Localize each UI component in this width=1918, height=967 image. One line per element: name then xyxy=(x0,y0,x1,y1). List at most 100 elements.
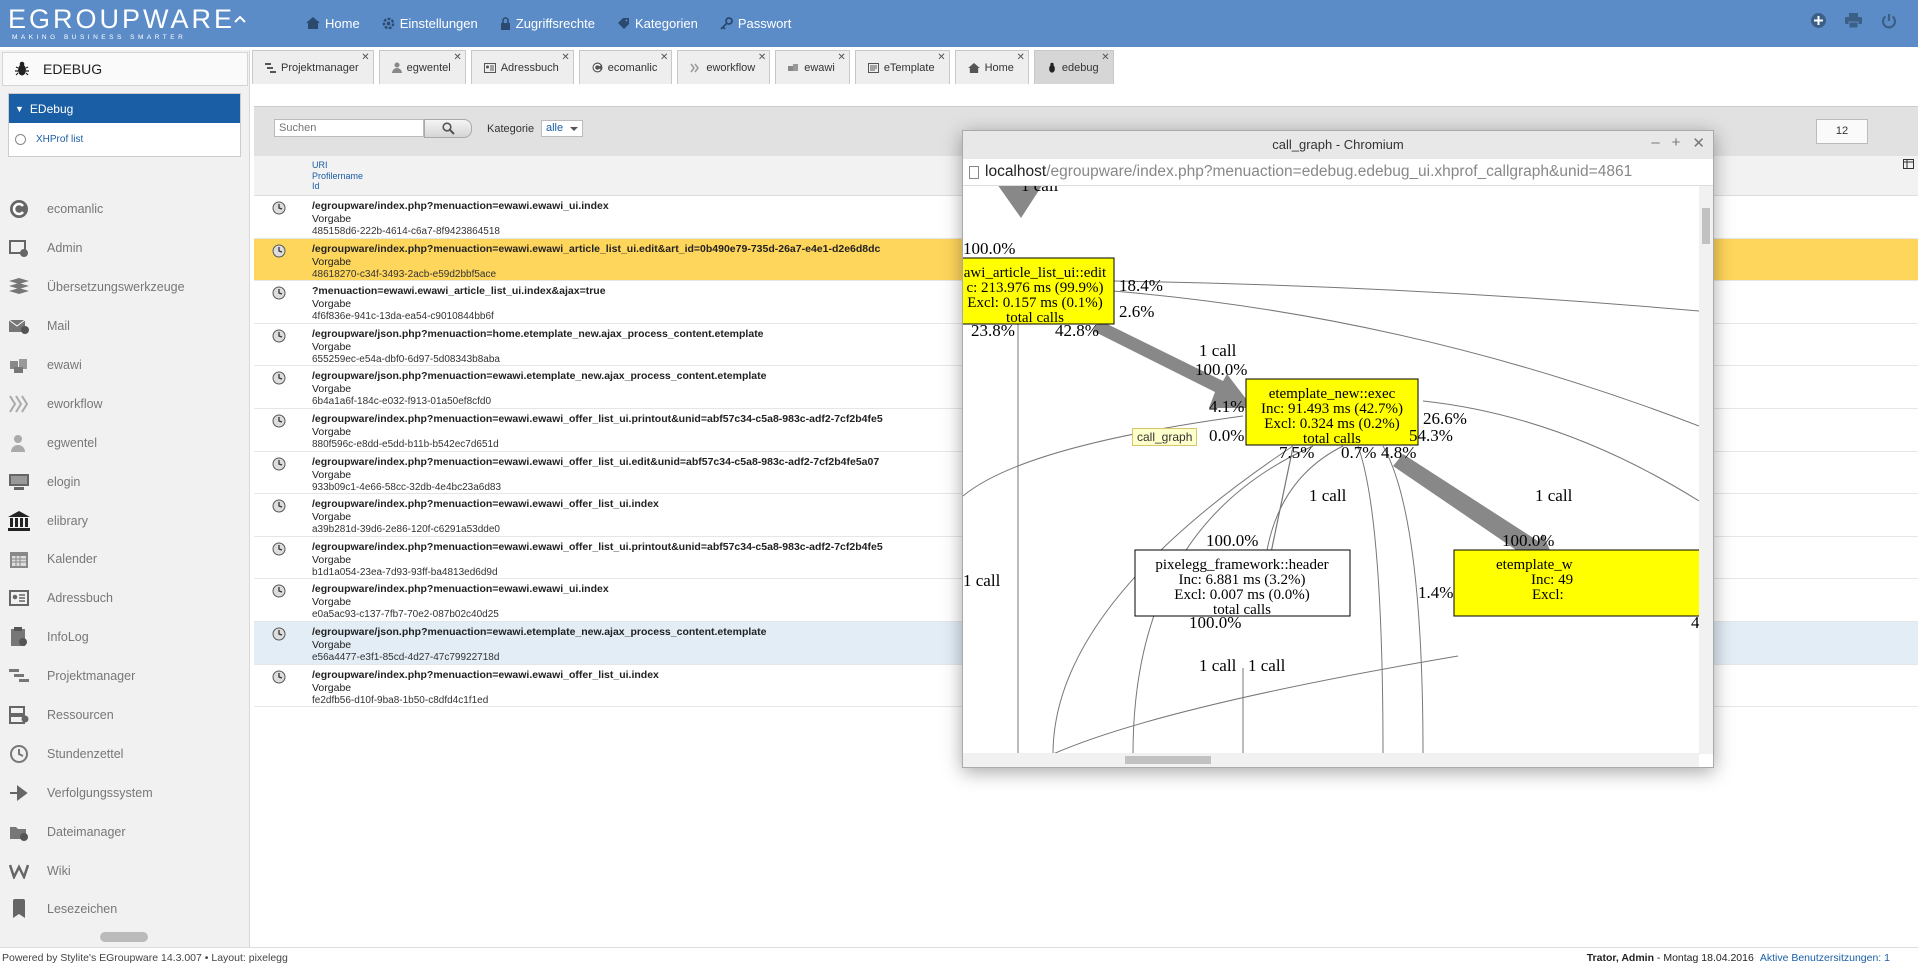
edge-label: 1 call xyxy=(1309,486,1347,505)
scroll-thumb[interactable] xyxy=(1702,208,1710,244)
close-icon[interactable]: ✕ xyxy=(937,52,946,63)
app-item-kalender[interactable]: Kalender xyxy=(0,540,250,579)
logout-power-icon[interactable] xyxy=(1879,11,1898,30)
close-icon[interactable]: ✕ xyxy=(837,52,846,63)
close-icon[interactable]: ✕ xyxy=(1692,135,1705,152)
popup-title-bar[interactable]: call_graph - Chromium xyxy=(963,131,1713,159)
tab-eworkflow[interactable]: eworkflow✕ xyxy=(677,50,771,84)
topmenu-zugriffsrechte[interactable]: Zugriffsrechte xyxy=(500,13,595,33)
close-icon[interactable]: ✕ xyxy=(453,52,462,63)
app-item-egwentel[interactable]: egwentel xyxy=(0,423,250,462)
topmenu-home[interactable]: Home xyxy=(306,13,360,33)
edge-label: 18.4% xyxy=(1119,276,1163,295)
tab-adressbuch[interactable]: Adressbuch✕ xyxy=(470,50,574,84)
app-item-label: Stundenzettel xyxy=(47,746,124,761)
active-sessions-link[interactable]: Aktive Benutzersitzungen: 1 xyxy=(1759,952,1890,964)
app-item-uebersetzung[interactable]: Übersetzungswerkzeuge xyxy=(0,268,250,307)
close-icon[interactable]: ✕ xyxy=(561,52,570,63)
edge-label: 1 call xyxy=(1535,486,1573,505)
app-item-ewawi[interactable]: ewawi xyxy=(0,346,250,385)
resources-icon xyxy=(8,704,30,726)
category-select[interactable]: alle xyxy=(541,120,583,137)
tab-home[interactable]: Home✕ xyxy=(954,50,1029,84)
app-item-projektmanager[interactable]: Projektmanager xyxy=(0,657,250,696)
popup-vertical-scrollbar[interactable] xyxy=(1699,186,1713,754)
app-item-dateimanager[interactable]: Dateimanager xyxy=(0,812,250,851)
profile-clock-icon xyxy=(272,670,286,684)
node-text: Inc: 91.493 ms (42.7%) xyxy=(1261,401,1403,417)
topmenu-kategorien[interactable]: Kategorien xyxy=(617,13,698,33)
tab-ecomanlic[interactable]: ecomanlic✕ xyxy=(578,50,673,84)
app-item-label: InfoLog xyxy=(47,630,89,645)
side-menu-header[interactable]: ▼ EDebug xyxy=(9,94,240,123)
close-icon[interactable]: ✕ xyxy=(1101,52,1110,63)
graph-node-etemplate-w[interactable]: etemplate_w Inc: 49 Excl: xyxy=(1453,549,1699,617)
edge-label: 4.8% xyxy=(1381,443,1416,462)
maximize-icon[interactable]: + xyxy=(1671,134,1681,151)
popup-horizontal-scrollbar[interactable] xyxy=(963,753,1699,767)
column-names[interactable]: URI Profilername Id xyxy=(312,160,363,192)
footer-powered-by: Powered by Stylite's EGroupware 14.3.007… xyxy=(2,952,288,964)
tab-egwentel[interactable]: egwentel✕ xyxy=(378,50,466,84)
call-graph[interactable]: awi_article_list_ui::edit c: 213.976 ms … xyxy=(963,186,1699,754)
tab-etemplate[interactable]: eTemplate✕ xyxy=(854,50,950,84)
topmenu-einstellungen[interactable]: Einstellungen xyxy=(382,13,478,33)
app-item-admin[interactable]: Admin xyxy=(0,229,250,268)
app-item-lesezeichen[interactable]: Lesezeichen xyxy=(0,890,250,929)
popup-address-bar[interactable]: localhost/egroupware/index.php?menuactio… xyxy=(963,159,1713,186)
row-id: 655259ec-e54a-dbf0-6d97-5d08343b8aba xyxy=(312,353,500,365)
app-item-adressbuch[interactable]: Adressbuch xyxy=(0,579,250,618)
egroupware-logo[interactable]: EGROUPWARE MAKING BUSINESS SMARTER xyxy=(8,4,238,42)
row-count-field[interactable]: 12 xyxy=(1816,119,1868,144)
app-item-elogin[interactable]: elogin xyxy=(0,462,250,501)
app-item-elibrary[interactable]: elibrary xyxy=(0,501,250,540)
close-icon[interactable]: ✕ xyxy=(361,52,370,63)
tab-ewawi[interactable]: ewawi✕ xyxy=(775,50,850,84)
row-profilename: Vorgabe xyxy=(312,638,352,651)
close-icon[interactable]: ✕ xyxy=(757,52,767,63)
app-item-wiki[interactable]: Wiki xyxy=(0,851,250,890)
admin-icon xyxy=(8,237,30,259)
callgraph-popup-window[interactable]: call_graph - Chromium – + ✕ localhost/eg… xyxy=(962,130,1714,768)
column-profilername[interactable]: Profilername xyxy=(312,170,364,181)
graph-node-edit[interactable]: awi_article_list_ui::edit c: 213.976 ms … xyxy=(963,257,1115,326)
app-item-ressourcen[interactable]: Ressourcen xyxy=(0,696,250,735)
app-item-infolog[interactable]: InfoLog xyxy=(0,618,250,657)
profile-clock-icon xyxy=(272,286,286,300)
row-uri: /egroupware/index.php?menuaction=ewawi.e… xyxy=(312,200,609,212)
scroll-thumb[interactable] xyxy=(1125,756,1211,764)
tab-projektmanager[interactable]: Projektmanager✕ xyxy=(252,50,374,84)
app-item-ecomanlic[interactable]: ecomanlic xyxy=(0,190,250,229)
topmenu-passwort[interactable]: Passwort xyxy=(720,13,791,33)
app-item-stundenzettel[interactable]: Stundenzettel xyxy=(0,734,250,773)
tab-label: egwentel xyxy=(406,61,451,74)
print-icon[interactable] xyxy=(1844,11,1863,30)
profile-clock-icon xyxy=(272,457,286,471)
sidebar-scroll-handle[interactable] xyxy=(100,932,148,942)
infolog-icon xyxy=(8,626,30,648)
column-id[interactable]: Id xyxy=(312,181,320,191)
app-item-label: ecomanlic xyxy=(47,202,104,217)
search-input[interactable] xyxy=(274,119,424,137)
tab-edebug[interactable]: edebug✕ xyxy=(1033,50,1114,84)
app-item-verfolgungssystem[interactable]: Verfolgungssystem xyxy=(0,773,250,812)
graph-node-etemplate-exec[interactable]: etemplate_new::exec Inc: 91.493 ms (42.7… xyxy=(1245,378,1419,447)
graph-tooltip: call_graph xyxy=(1132,428,1198,446)
app-item-mail[interactable]: Mail xyxy=(0,307,250,346)
profile-clock-icon xyxy=(272,627,286,641)
collapse-chevron-icon[interactable] xyxy=(231,10,249,28)
column-selection-icon[interactable] xyxy=(1903,159,1914,172)
side-menu-item-xhprof-list[interactable]: XHProf list xyxy=(9,123,240,156)
row-uri: /egroupware/json.php?menuaction=ewawi.et… xyxy=(312,370,767,383)
app-item-eworkflow[interactable]: eworkflow xyxy=(0,384,250,423)
graph-node-pixelegg-header[interactable]: pixelegg_framework::header Inc: 6.881 ms… xyxy=(1134,549,1351,618)
add-icon[interactable] xyxy=(1809,11,1828,30)
profile-clock-icon xyxy=(272,499,286,513)
close-icon[interactable]: ✕ xyxy=(659,52,669,63)
side-menu-header-label: EDebug xyxy=(29,101,74,116)
search-button[interactable] xyxy=(424,119,472,138)
app-list: ecomanlic Admin Übersetzungswerkzeuge Ma… xyxy=(0,190,250,929)
close-icon[interactable]: ✕ xyxy=(1016,52,1025,63)
minimize-icon[interactable]: – xyxy=(1651,134,1660,151)
column-uri[interactable]: URI xyxy=(312,160,328,170)
